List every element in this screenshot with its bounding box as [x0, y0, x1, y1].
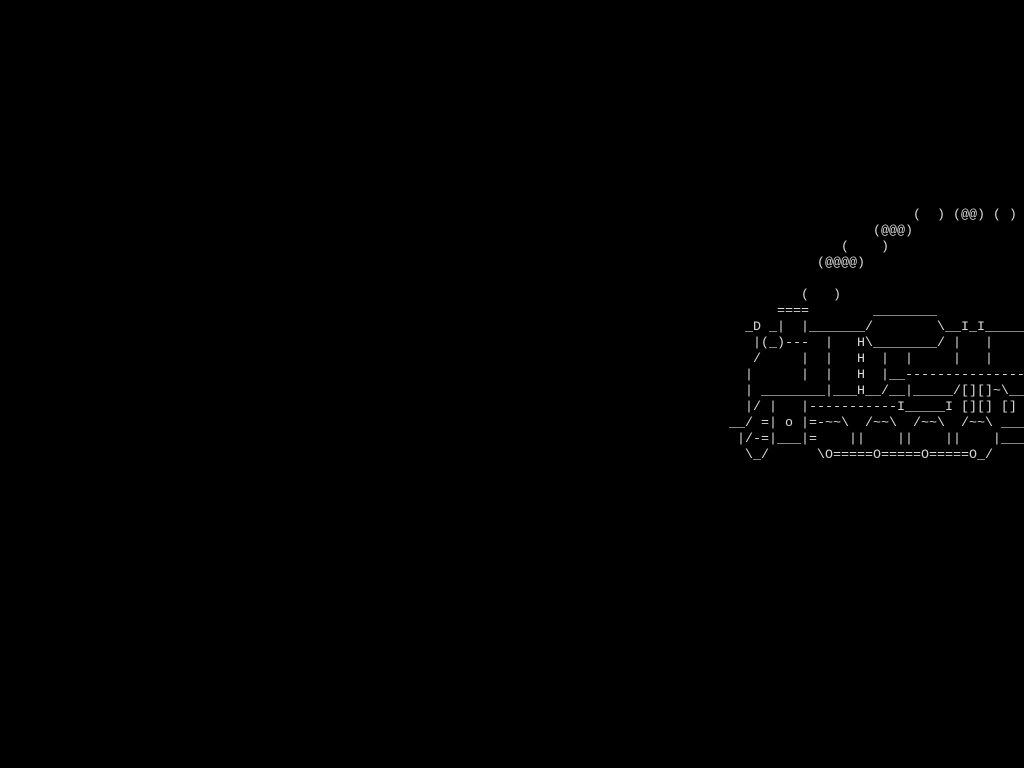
locomotive-line: | | | H |__---------------: [713, 368, 1024, 383]
smoke-line: (@@@@): [713, 256, 865, 271]
steam-locomotive-ascii-art: ( ) (@@) ( ) (@@@) ( ) (@@@@) ( ) ==== _…: [713, 208, 1024, 464]
locomotive-line: | ________|___H__/__|_____/[][]~\__: [713, 384, 1024, 399]
smoke-line: ( ) (@@) ( ): [713, 208, 1017, 223]
locomotive-line: __/ =| o |=-~~\ /~~\ /~~\ /~~\ ___: [713, 416, 1024, 431]
locomotive-line: |/ | |-----------I_____I [][] []: [713, 400, 1017, 415]
wheels-line: \_/ \O=====O=====O=====O_/: [713, 448, 993, 463]
locomotive-line: |(_)--- | H\________/ | |: [713, 336, 1017, 351]
smoke-line: [713, 272, 1024, 288]
locomotive-line: ==== ________: [713, 304, 937, 319]
locomotive-line: / | | H | | | |: [713, 352, 993, 367]
smoke-line: (@@@): [713, 224, 913, 239]
smoke-line: ( ): [713, 240, 889, 255]
smoke-line: ( ): [713, 288, 841, 303]
locomotive-line: _D _| |_______/ \__I_I_____: [713, 320, 1024, 335]
locomotive-line: |/-=|___|= || || || |___: [713, 432, 1024, 447]
